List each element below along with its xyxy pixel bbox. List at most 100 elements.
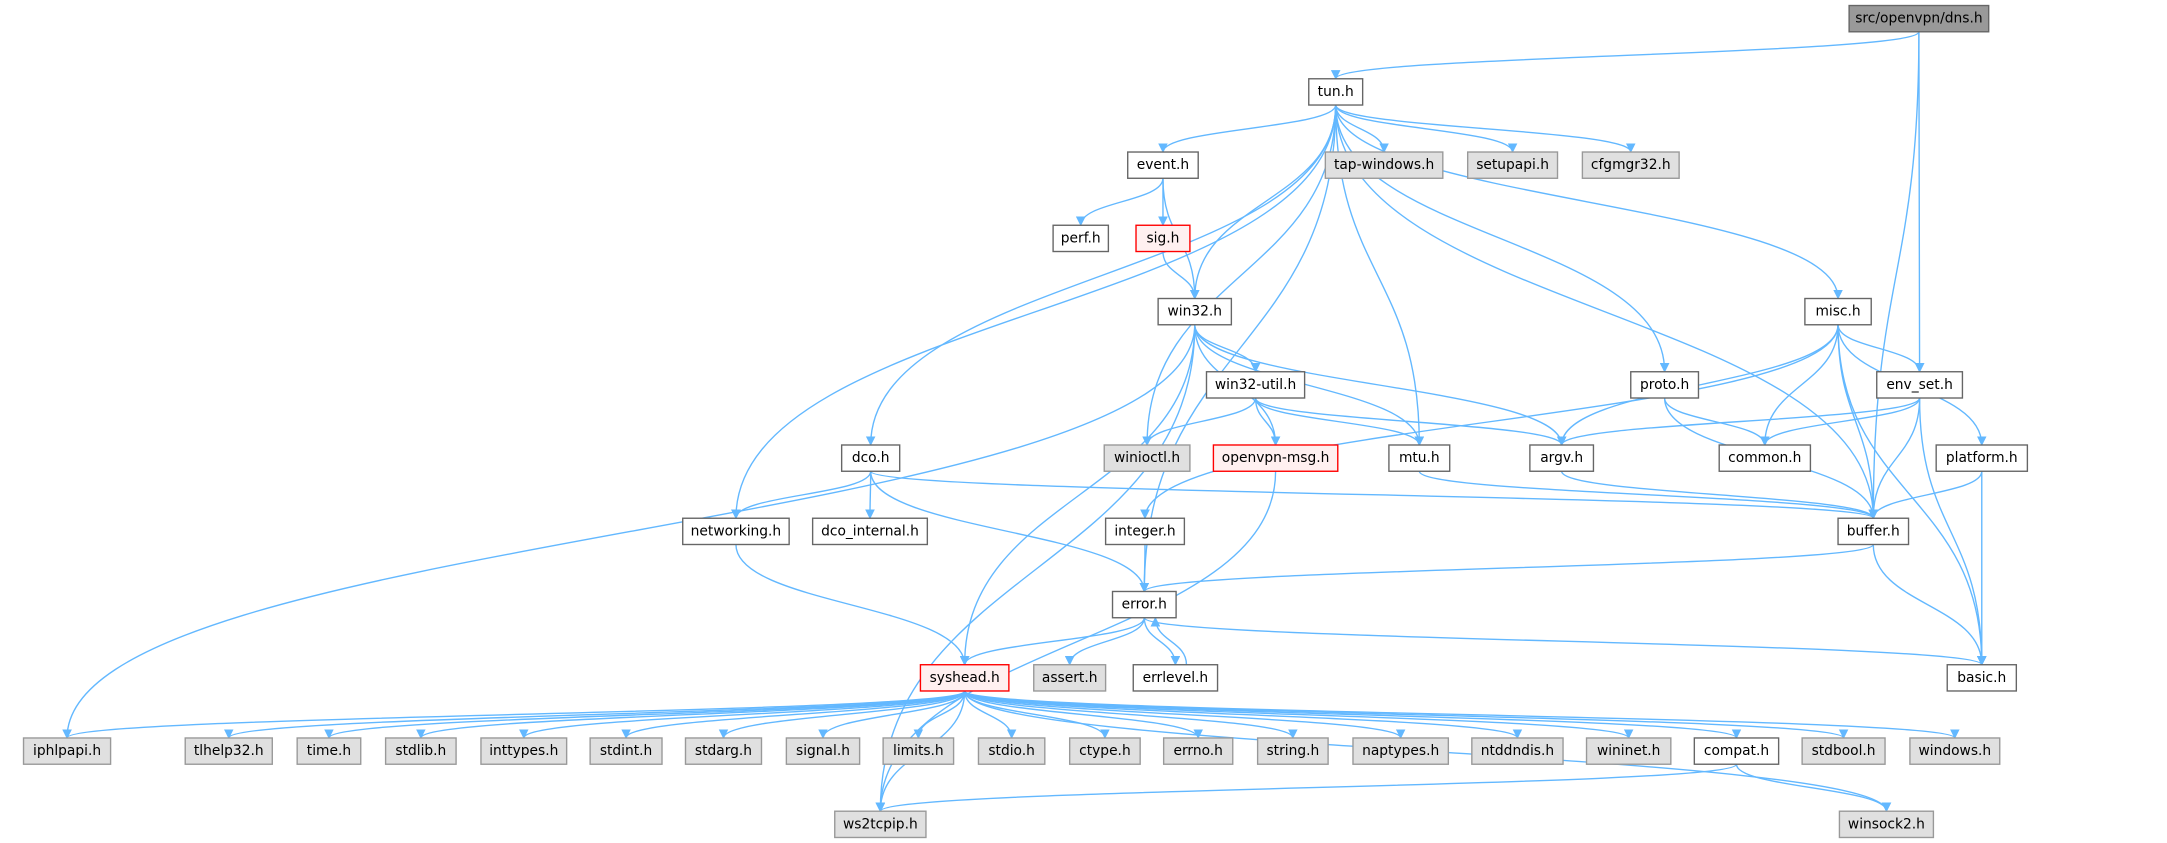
node-argv-h[interactable]: argv.h: [1529, 444, 1595, 472]
node-setupapi-h[interactable]: setupapi.h: [1466, 151, 1559, 179]
node-inttypes-h[interactable]: inttypes.h: [480, 737, 568, 765]
node-box: [1352, 737, 1450, 765]
node-string-h[interactable]: string.h: [1256, 737, 1329, 765]
node-label: time.h: [307, 743, 351, 759]
node-label: compat.h: [1704, 743, 1769, 759]
node-compat-h[interactable]: compat.h: [1693, 737, 1780, 765]
node-cfgmgr32-h[interactable]: cfgmgr32.h: [1581, 151, 1680, 179]
node-win32-h[interactable]: win32.h: [1157, 297, 1233, 326]
node-box: [834, 810, 927, 839]
edge-dco-h-to-dco-internal-h: [865, 471, 875, 520]
edge-error-h-to-basic-h: [1143, 617, 1987, 666]
node-label: stdint.h: [600, 743, 652, 759]
node-stdbool-h[interactable]: stdbool.h: [1801, 737, 1886, 765]
node-env-set-h[interactable]: env_set.h: [1876, 371, 1964, 399]
node-tun-h[interactable]: tun.h: [1308, 78, 1364, 106]
node-platform-h[interactable]: platform.h: [1935, 444, 2029, 472]
node-ctype-h[interactable]: ctype.h: [1068, 737, 1141, 765]
node-box: [1157, 297, 1233, 326]
node-errno-h[interactable]: errno.h: [1162, 737, 1234, 765]
node-iphlpapi-h[interactable]: iphlpapi.h: [22, 737, 112, 765]
node-label: errno.h: [1173, 743, 1222, 759]
edge-tun-h-to-error-h: [1139, 105, 1337, 593]
node-stdint-h[interactable]: stdint.h: [589, 737, 663, 765]
node-label: tun.h: [1318, 84, 1354, 100]
edge-tun-h-to-misc-h: [1335, 105, 1843, 300]
node-basic-h[interactable]: basic.h: [1946, 664, 2018, 692]
node-stdlib-h[interactable]: stdlib.h: [384, 737, 457, 765]
node-assert-h[interactable]: assert.h: [1033, 664, 1107, 692]
node-naptypes-h[interactable]: naptypes.h: [1352, 737, 1450, 765]
node-signal-h[interactable]: signal.h: [785, 737, 861, 765]
node-windows-h[interactable]: windows.h: [1909, 737, 2001, 765]
edge-dco-h-to-buffer-h: [869, 470, 1878, 520]
node-dco-internal-h[interactable]: dco_internal.h: [811, 517, 929, 546]
node-event-h[interactable]: event.h: [1127, 151, 1199, 179]
node-label: stdbool.h: [1812, 743, 1876, 759]
node-win32-util-h[interactable]: win32-util.h: [1205, 371, 1306, 399]
edge-platform-h-to-buffer-h: [1868, 471, 1983, 520]
node-label: stdlib.h: [395, 743, 446, 759]
node-common-h[interactable]: common.h: [1718, 444, 1812, 472]
node-box: [1529, 444, 1595, 472]
node-label: platform.h: [1946, 450, 2018, 466]
node-misc-h[interactable]: misc.h: [1804, 297, 1872, 326]
node-sig-h[interactable]: sig.h: [1135, 224, 1191, 253]
node-mtu-h[interactable]: mtu.h: [1388, 444, 1451, 472]
node-label: signal.h: [796, 743, 850, 759]
node-ntddndis-h[interactable]: ntddndis.h: [1471, 737, 1564, 765]
node-time-h[interactable]: time.h: [296, 737, 362, 765]
node-box: [1804, 297, 1872, 326]
edge-compat-h-to-ws2tcpip-h: [875, 763, 1738, 813]
node-box: [1693, 737, 1780, 765]
node-stdio-h[interactable]: stdio.h: [977, 737, 1046, 765]
node-box: [1876, 371, 1964, 399]
node-tlhelp32-h[interactable]: tlhelp32.h: [184, 737, 273, 765]
edge-env-set-h-to-argv-h: [1556, 397, 1921, 446]
node-label: cfgmgr32.h: [1591, 157, 1671, 173]
node-box: [1132, 664, 1219, 692]
node-limits-h[interactable]: limits.h: [882, 737, 955, 765]
node-errlevel-h[interactable]: errlevel.h: [1132, 664, 1219, 692]
node-src-openvpn-dns-h[interactable]: src/openvpn/dns.h: [1848, 4, 1990, 33]
node-label: ws2tcpip.h: [843, 816, 918, 832]
node-box: [1127, 151, 1199, 179]
node-dco-h[interactable]: dco.h: [840, 444, 901, 472]
node-stdarg-h[interactable]: stdarg.h: [684, 737, 763, 765]
edge-error-h-to-assert-h: [1064, 617, 1145, 666]
edge-win32-h-to-ws2tcpip-h: [875, 324, 1196, 813]
node-label: assert.h: [1042, 670, 1098, 686]
node-proto-h[interactable]: proto.h: [1630, 371, 1700, 399]
edge-win32-util-h-to-openvpn-msg-h: [1254, 398, 1281, 446]
node-label: networking.h: [691, 523, 782, 539]
node-openvpn-msg-h[interactable]: openvpn-msg.h: [1212, 444, 1339, 472]
edge-src-openvpn-dns-h-to-tun-h: [1331, 31, 1920, 80]
node-buffer-h[interactable]: buffer.h: [1837, 517, 1910, 546]
node-label: winsock2.h: [1848, 816, 1925, 832]
node-box: [785, 737, 861, 765]
edge-event-h-to-perf-h: [1075, 178, 1164, 227]
edge-syshead-h-to-stdint-h: [621, 690, 966, 739]
node-tap-windows-h[interactable]: tap-windows.h: [1324, 151, 1444, 179]
node-label: windows.h: [1918, 743, 1991, 759]
edge-syshead-h-to-wininet-h: [963, 690, 1634, 739]
node-wininet-h[interactable]: wininet.h: [1585, 737, 1672, 765]
node-ws2tcpip-h[interactable]: ws2tcpip.h: [834, 810, 927, 839]
edge-misc-h-to-common-h: [1759, 324, 1839, 446]
edge-tun-h-to-proto-h: [1335, 105, 1670, 373]
node-networking-h[interactable]: networking.h: [682, 517, 790, 546]
node-label: ctype.h: [1079, 743, 1131, 759]
node-winsock2-h[interactable]: winsock2.h: [1838, 810, 1935, 839]
node-box: [882, 737, 955, 765]
node-label: tap-windows.h: [1334, 157, 1434, 173]
node-perf-h[interactable]: perf.h: [1052, 224, 1110, 253]
node-integer-h[interactable]: integer.h: [1104, 517, 1186, 546]
edge-win32-h-to-iphlpapi-h: [62, 324, 1196, 739]
node-error-h[interactable]: error.h: [1111, 590, 1177, 619]
node-syshead-h[interactable]: syshead.h: [919, 664, 1010, 692]
node-box: [1585, 737, 1672, 765]
node-box: [22, 737, 112, 765]
node-box: [919, 664, 1010, 692]
node-winioctl-h[interactable]: winioctl.h: [1103, 444, 1191, 472]
